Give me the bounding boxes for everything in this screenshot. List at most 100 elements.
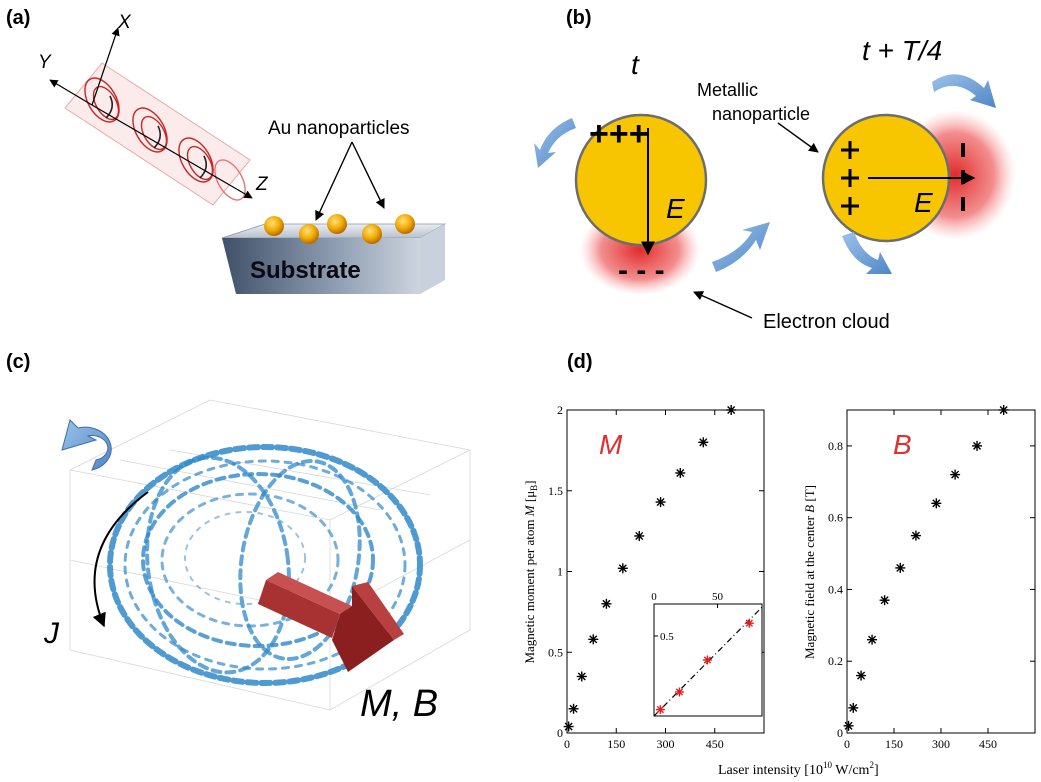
- data-point: [726, 405, 737, 415]
- data-point: [856, 670, 867, 681]
- y-tick-label: 0.8: [828, 439, 843, 453]
- inset-data-point: [655, 705, 665, 715]
- data-point: [867, 634, 878, 645]
- pointer-arrow: [693, 291, 753, 319]
- y-tick-label: 0.2: [828, 654, 843, 668]
- chart-title: M: [599, 429, 623, 460]
- data-point: [848, 702, 859, 713]
- au-nanoparticles-label: Au nanoparticles: [268, 118, 410, 139]
- panel-b-label: (b): [566, 7, 592, 29]
- x-tick-label: 0: [844, 737, 850, 751]
- inset-x-tick-label: 50: [712, 591, 724, 603]
- data-point: [895, 562, 906, 573]
- inset-data-point: [702, 655, 712, 665]
- magnetic-moment-arrow: [258, 572, 404, 672]
- x-tick-label: 300: [657, 737, 675, 751]
- x-tick-label: 0: [564, 737, 570, 751]
- panel-b: (b) t t + T/4 +++ - - - E E Me: [534, 7, 1015, 333]
- x-axis-label: X: [117, 12, 132, 33]
- nanoparticle: [395, 214, 415, 234]
- z-axis-arrow: [91, 104, 253, 199]
- current-density-field: [107, 444, 423, 686]
- negative-charges: - - -: [618, 254, 665, 287]
- nanoparticle: [327, 214, 347, 234]
- current-label: J: [43, 617, 60, 650]
- panel-d: (d) M Magnetic moment per atom M [μB] 0 1…: [522, 351, 1036, 778]
- y-axis-arrow: [49, 79, 93, 106]
- x-axis-arrow: [91, 27, 120, 106]
- plot-frame: [846, 409, 1036, 734]
- y-axis-title: Magnetic moment per atom M [μB]: [522, 480, 539, 663]
- nanoparticle: [299, 224, 319, 244]
- inset-plot: 0 50 0.5: [651, 591, 763, 717]
- y-tick-label: 0: [557, 726, 563, 740]
- chart-title: B: [893, 429, 912, 460]
- rotation-icon: [61, 419, 112, 471]
- shared-x-axis-title: Laser intensity [1010 W/cm2]: [718, 760, 879, 778]
- time-t-quarter-label: t + T/4: [862, 35, 942, 66]
- data-point: [617, 563, 628, 574]
- panel-c: (c) J: [6, 351, 471, 725]
- data-point: [576, 671, 587, 682]
- panel-a: (a) X Y Z: [6, 7, 447, 294]
- substrate: Substrate: [221, 223, 447, 294]
- y-axis-title: Magnetic field at the center B [T]: [802, 485, 817, 659]
- inset-data-point: [744, 618, 754, 628]
- moment-field-label: M, B: [360, 683, 438, 725]
- data-point: [879, 595, 890, 606]
- rotation-arrow-icon: [712, 222, 770, 272]
- panel-a-label: (a): [6, 7, 30, 29]
- data-point: [675, 467, 686, 478]
- data-point: [698, 437, 709, 448]
- data-point: [563, 721, 574, 732]
- y-tick-label: 0.6: [828, 511, 843, 525]
- nanoparticle-label-line1: Metallic: [697, 80, 758, 100]
- rotation-arrow-icon: [534, 118, 576, 168]
- positive-charges: [841, 141, 859, 215]
- data-point: [998, 405, 1009, 415]
- pointer-arrow: [315, 141, 353, 221]
- data-point: [568, 703, 579, 714]
- electron-cloud-label: Electron cloud: [763, 311, 890, 333]
- nanoparticle-label-line2: nanoparticle: [712, 104, 810, 124]
- time-t-label: t: [631, 49, 640, 80]
- pointer-arrow: [777, 122, 819, 153]
- data-point: [910, 530, 921, 541]
- x-tick-label: 450: [979, 737, 997, 751]
- nanoparticle: [264, 216, 284, 236]
- y-axis-label: Y: [38, 52, 52, 73]
- y-tick-label: 0.4: [828, 582, 843, 596]
- inset-x-tick-label: 0: [651, 591, 657, 603]
- data-point: [931, 498, 942, 509]
- field-label-left: E: [666, 193, 685, 224]
- inset-y-tick-label: 0.5: [660, 631, 674, 643]
- current-arrow: [92, 491, 149, 628]
- x-tick-label: 450: [706, 737, 724, 751]
- y-tick-label: 1.5: [548, 484, 563, 498]
- pointer-arrow: [351, 141, 385, 209]
- rotation-arrow-icon: [932, 74, 996, 108]
- z-axis-label: Z: [255, 174, 269, 195]
- data-point: [588, 634, 599, 645]
- x-tick-label: 150: [885, 737, 903, 751]
- y-tick-label: 0: [837, 726, 843, 740]
- data-point: [655, 497, 666, 508]
- rotation-arrow-icon: [842, 232, 892, 274]
- axes-triad: X Y Z: [38, 12, 269, 199]
- x-tick-label: 300: [932, 737, 950, 751]
- y-tick-label: 1: [557, 565, 563, 579]
- data-point: [972, 440, 983, 451]
- laser-beam: [64, 62, 251, 206]
- y-tick-label: 2: [557, 403, 563, 417]
- data-point: [601, 598, 612, 609]
- inset-data-point: [674, 687, 684, 697]
- gold-nanoparticles: [264, 214, 415, 244]
- x-tick-label: 150: [607, 737, 625, 751]
- panel-d-label: (d): [567, 351, 593, 373]
- data-point: [843, 720, 854, 731]
- data-point: [634, 530, 645, 541]
- panel-c-label: (c): [6, 351, 30, 373]
- data-point: [950, 469, 961, 480]
